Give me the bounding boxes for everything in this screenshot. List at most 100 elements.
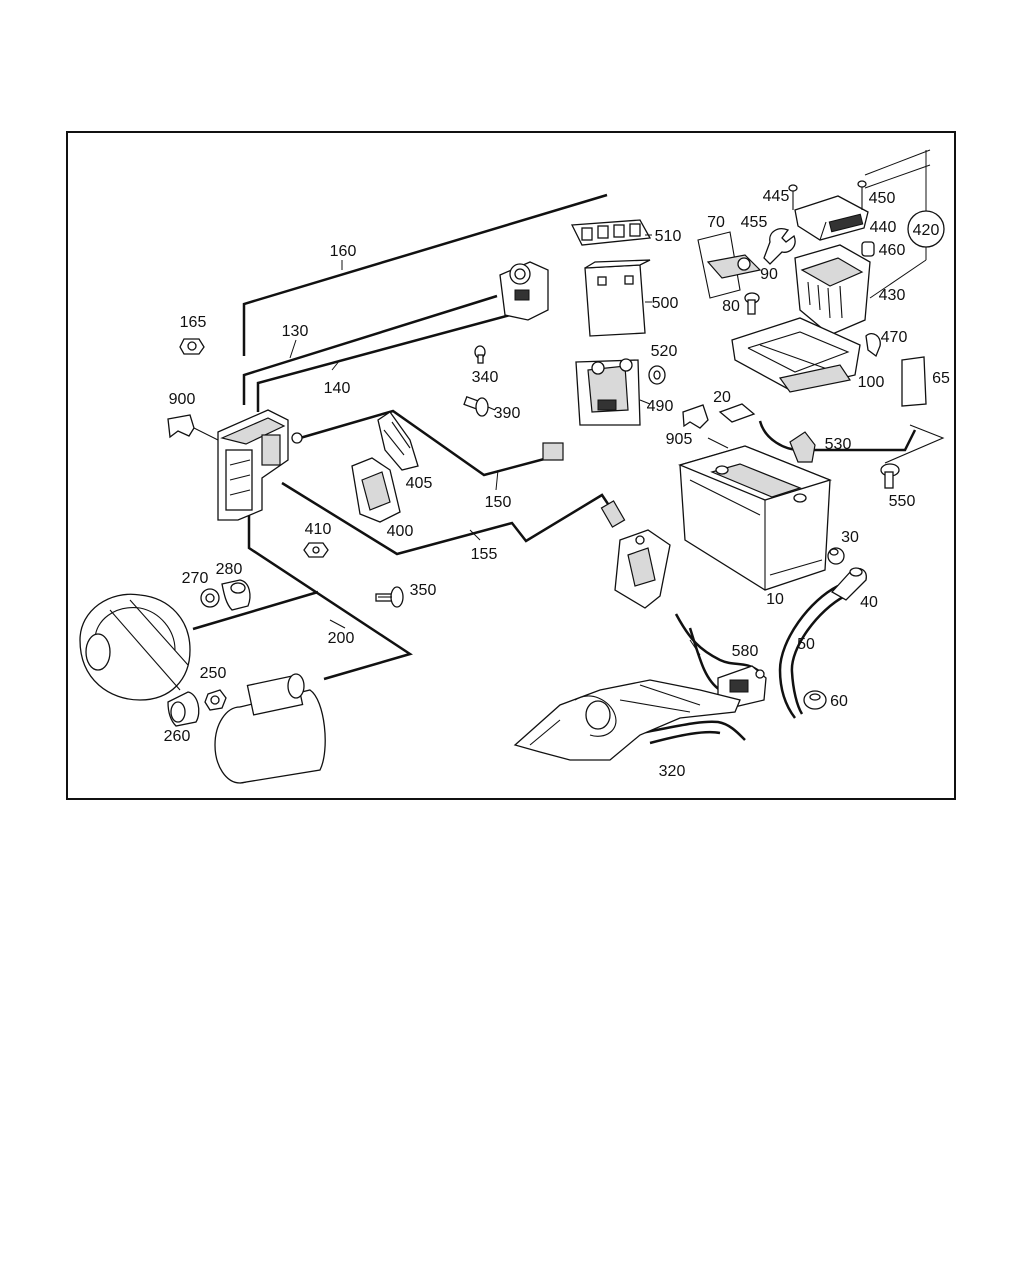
cable-155	[281, 481, 626, 556]
part-ground-bracket	[614, 529, 671, 609]
part-340-screw	[474, 345, 486, 364]
callout-405: 405	[406, 475, 433, 492]
callout-510: 510	[655, 228, 682, 245]
part-390-bolt	[463, 396, 496, 417]
callout-200: 200	[328, 630, 355, 647]
part-100-tray	[731, 317, 861, 393]
callout-400: 400	[387, 523, 414, 540]
callout-470: 470	[881, 329, 908, 346]
part-400-bracket	[351, 457, 401, 523]
part-engine-block	[513, 679, 741, 761]
callout-410: 410	[305, 521, 332, 538]
part-900-tag	[167, 414, 195, 439]
callout-440: 440	[870, 219, 897, 236]
callout-10: 10	[766, 591, 784, 608]
callout-60: 60	[830, 693, 848, 710]
callout-260: 260	[164, 728, 191, 745]
callout-530: 530	[825, 436, 852, 453]
callout-40: 40	[860, 594, 878, 611]
part-450-screw	[857, 180, 867, 210]
callout-520: 520	[651, 343, 678, 360]
callout-350: 350	[410, 582, 437, 599]
callout-140: 140	[324, 380, 351, 397]
callout-390: 390	[494, 405, 521, 422]
callout-30: 30	[841, 529, 859, 546]
callout-455: 455	[741, 214, 768, 231]
part-60-grommet	[803, 690, 827, 710]
callout-490: 490	[647, 398, 674, 415]
part-510-fuse-strip	[570, 219, 652, 246]
part-470-clip	[865, 332, 881, 358]
part-530-terminal	[789, 431, 816, 463]
callout-100: 100	[858, 374, 885, 391]
part-165-nut	[179, 338, 205, 355]
callout-445: 445	[763, 188, 790, 205]
callout-20: 20	[713, 389, 731, 406]
callout-65: 65	[932, 370, 950, 387]
callout-155: 155	[471, 546, 498, 563]
part-80-screw	[744, 292, 760, 315]
callout-430: 430	[879, 287, 906, 304]
part-490-bracket	[575, 358, 641, 426]
part-905-tag	[682, 404, 709, 429]
part-65-sticker	[901, 356, 927, 407]
callout-160: 160	[330, 243, 357, 260]
callout-150: 150	[485, 494, 512, 511]
part-30-cap	[827, 547, 845, 565]
callout-280: 280	[216, 561, 243, 578]
callout-130: 130	[282, 323, 309, 340]
part-445-screw	[788, 184, 798, 210]
cable-200	[192, 505, 413, 681]
part-520-nut	[648, 365, 666, 385]
callout-550: 550	[889, 493, 916, 510]
part-10-main-battery	[678, 445, 832, 591]
part-440-control-unit	[794, 195, 869, 241]
callout-labels: 10 20 30 40 50 60 65 70 80 90 100 130 14…	[164, 188, 950, 780]
callout-250: 250	[200, 665, 227, 682]
wrench-icon	[763, 228, 796, 265]
callout-905: 905	[666, 431, 693, 448]
part-20-pad	[718, 403, 756, 423]
part-350-bolt	[375, 586, 404, 608]
part-280-boot	[221, 579, 251, 611]
group-420-circle	[864, 149, 945, 299]
callout-90: 90	[760, 266, 778, 283]
cable-160	[242, 193, 608, 356]
part-40-connector	[830, 567, 867, 601]
part-500-aux-battery	[584, 259, 651, 337]
callout-320: 320	[659, 763, 686, 780]
part-fuse-box	[217, 409, 289, 521]
cable-140	[256, 313, 511, 412]
callout-80: 80	[722, 298, 740, 315]
callout-420: 420	[913, 222, 940, 239]
part-starter	[214, 673, 326, 784]
part-405-bracket	[377, 411, 419, 471]
cable-530	[758, 420, 945, 464]
cable-580	[674, 613, 761, 692]
diagram-frame	[66, 131, 956, 800]
part-250-nut	[204, 689, 227, 711]
callout-450: 450	[869, 190, 896, 207]
part-270-nut	[200, 588, 220, 608]
callout-165: 165	[180, 314, 207, 331]
part-260-boot	[167, 691, 200, 727]
callout-460: 460	[879, 242, 906, 259]
callout-580: 580	[732, 643, 759, 660]
leader-lines	[193, 234, 729, 656]
callout-500: 500	[652, 295, 679, 312]
part-430-frame	[794, 244, 871, 336]
cable-320	[639, 720, 746, 745]
cable-150	[291, 409, 564, 477]
callout-340: 340	[472, 369, 499, 386]
part-460-sleeve	[861, 241, 875, 257]
callout-900: 900	[169, 391, 196, 408]
callout-70: 70	[707, 214, 725, 231]
part-70-bracket	[697, 231, 762, 299]
part-550-bolt	[880, 463, 900, 489]
part-90-nut	[737, 257, 751, 271]
part-410-nut	[303, 542, 329, 558]
part-alternator	[79, 593, 191, 701]
cable-50	[778, 584, 846, 719]
callout-270: 270	[182, 570, 209, 587]
